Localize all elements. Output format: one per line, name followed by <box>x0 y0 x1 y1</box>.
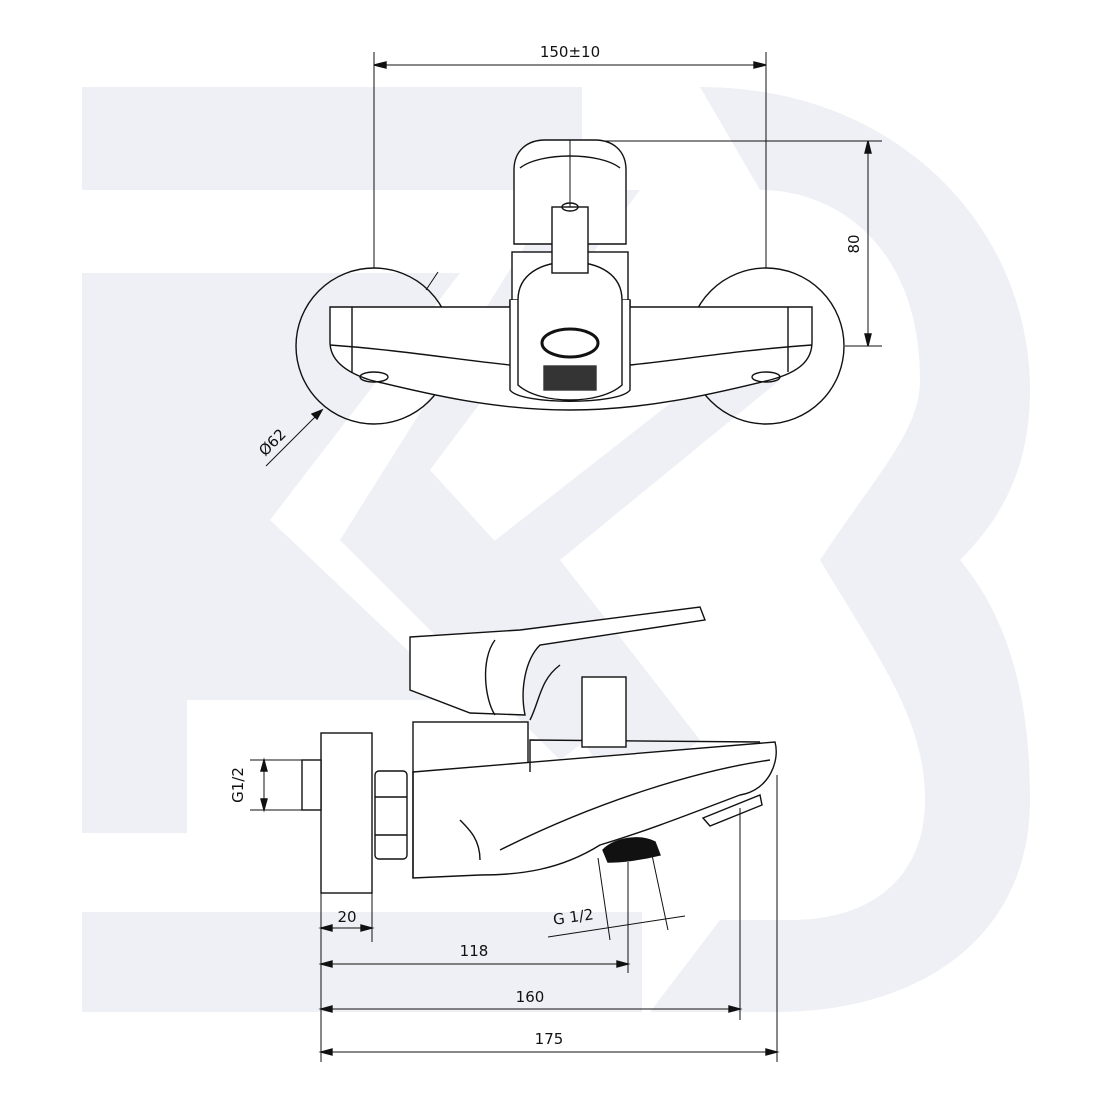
dim-to-aerator-label: 160 <box>516 988 545 1006</box>
dim-inlet-thread-label: G1/2 <box>229 767 247 803</box>
dim-width-label: 150±10 <box>540 43 600 61</box>
dim-flange-depth-label: 20 <box>337 908 356 926</box>
dim-height-label: 80 <box>845 234 863 253</box>
watermark-logo <box>82 87 1030 1012</box>
dim-to-outlet-label: 118 <box>460 942 489 960</box>
side-view <box>250 606 780 1062</box>
top-view <box>265 52 882 467</box>
dim-outlet-thread-label: G 1/2 <box>552 905 595 928</box>
dim-overall-length-label: 175 <box>535 1030 564 1048</box>
